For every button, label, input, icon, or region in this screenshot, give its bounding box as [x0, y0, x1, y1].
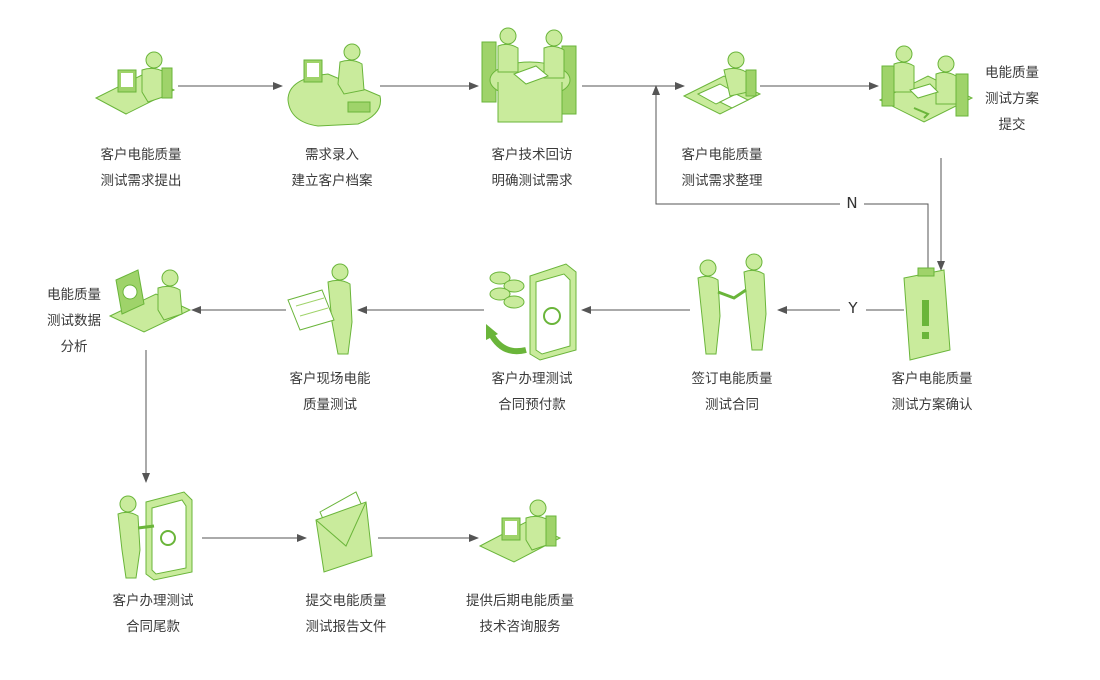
node-label-line: 客户办理测试: [491, 371, 573, 387]
node-label-line: 客户电能质量: [100, 147, 182, 163]
node-label-line: 客户技术回访: [491, 147, 573, 163]
node-label-line: 客户办理测试: [112, 593, 194, 609]
node-label-n1: 客户电能质量 测试需求提出: [41, 142, 241, 194]
node-label-line: 合同预付款: [498, 397, 566, 413]
coins-safe-icon: [486, 263, 577, 361]
person-reading-plan-icon: [287, 263, 353, 355]
node-label-line: 电能质量: [985, 65, 1039, 81]
node-label-line: 技术咨询服务: [479, 619, 561, 635]
node-label-line: 测试需求提出: [100, 173, 182, 189]
node-label-n2: 需求录入 建立客户档案: [232, 142, 432, 194]
envelope-report-icon: [315, 491, 373, 573]
node-label-line: 测试报告文件: [305, 619, 387, 635]
node-label-line: 客户电能质量: [681, 147, 763, 163]
node-label-n11: 客户办理测试 合同尾款: [53, 588, 253, 640]
node-label-n3: 客户技术回访 明确测试需求: [432, 142, 632, 194]
meeting-table-icon: [481, 27, 577, 123]
node-label-line: 分析: [60, 339, 88, 355]
node-label-line: 测试方案确认: [891, 397, 973, 413]
node-label-n7: 签订电能质量 测试合同: [632, 366, 832, 418]
service-desk-icon: [287, 43, 382, 127]
consulting-computer-icon: [478, 499, 562, 563]
node-label-n10: 电能质量 测试数据 分析: [0, 282, 174, 360]
handshake-icon: [697, 253, 767, 355]
person-at-safe-icon: [117, 491, 193, 581]
node-label-line: 测试方案: [985, 91, 1039, 107]
node-label-n12: 提交电能质量 测试报告文件: [246, 588, 446, 640]
edge-label-no: N: [846, 194, 858, 212]
node-label-n6: 客户电能质量 测试方案确认: [832, 366, 1032, 418]
node-label-n4: 客户电能质量 测试需求整理: [622, 142, 822, 194]
node-label-line: 需求录入: [305, 147, 359, 163]
node-label-line: 测试合同: [705, 397, 759, 413]
analysis-computer-icon: [108, 269, 192, 333]
node-label-n5: 电能质量 测试方案 提交: [912, 60, 1100, 138]
node-label-line: 质量测试: [303, 397, 357, 413]
node-label-line: 提交电能质量: [305, 593, 387, 609]
two-people-handover-icon: [878, 45, 974, 123]
node-label-line: 电能质量: [47, 287, 101, 303]
node-label-n9: 客户现场电能 质量测试: [230, 366, 430, 418]
edge-n6-n4-no: [864, 203, 929, 270]
node-label-line: 客户电能质量: [891, 371, 973, 387]
node-label-n8: 客户办理测试 合同预付款: [432, 366, 632, 418]
node-label-line: 测试需求整理: [681, 173, 763, 189]
edge-label-yes: Y: [848, 299, 858, 317]
node-label-line: 明确测试需求: [491, 173, 573, 189]
clipboard-exclamation-icon: [903, 267, 951, 361]
node-label-line: 提供后期电能质量: [466, 593, 574, 609]
node-label-line: 建立客户档案: [291, 173, 373, 189]
node-label-line: 签订电能质量: [691, 371, 773, 387]
person-at-computer-icon: [94, 51, 176, 115]
node-label-line: 客户现场电能: [289, 371, 371, 387]
node-label-line: 合同尾款: [126, 619, 180, 635]
node-label-n13: 提供后期电能质量 技术咨询服务: [420, 588, 620, 640]
person-with-documents-icon: [682, 51, 762, 115]
node-label-line: 提交: [998, 117, 1026, 133]
node-label-line: 测试数据: [47, 313, 101, 329]
edge-n6-n4-no-b: [652, 85, 840, 205]
